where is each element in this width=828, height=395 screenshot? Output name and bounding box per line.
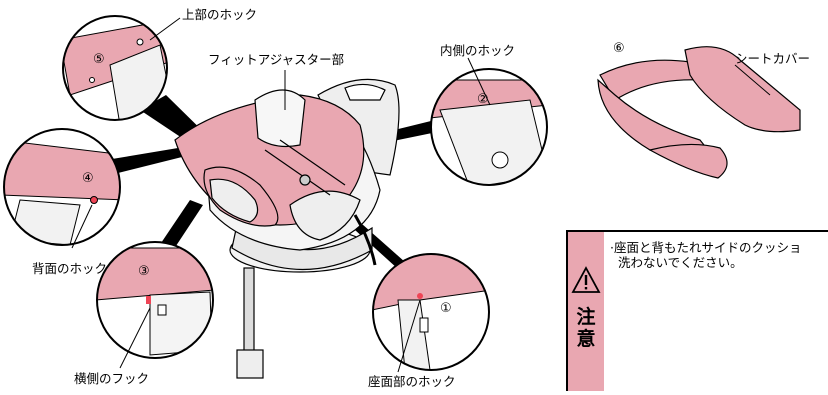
inner-hook-label: 内側のホック — [440, 43, 516, 58]
detail-circle-seat-hook — [372, 253, 490, 371]
detail-circle-top-hook — [62, 15, 168, 121]
label-leaders — [71, 17, 771, 373]
side-hook-label: 横側のフック — [74, 371, 150, 386]
number-4: ④ — [82, 171, 94, 186]
caution-title: 注意 — [576, 306, 596, 350]
detail-circle-back-hook — [3, 128, 121, 246]
caution-text: ·座面と背もたれサイドのクッショ 洗わないでください。 — [610, 240, 801, 270]
back-hook-label: 背面のホック — [32, 261, 108, 276]
caution-text-line2: 洗わないでください。 — [610, 255, 743, 270]
seat-cover-illustration — [597, 46, 801, 179]
caution-box: 注意 ·座面と背もたれサイドのクッショ 洗わないでください。 — [566, 230, 828, 391]
child-seat-illustration — [174, 78, 400, 379]
caution-text-line1: ·座面と背もたれサイドのクッショ — [610, 240, 802, 255]
detail-circle-inner-hook — [430, 68, 548, 186]
detail-circle-side-hook — [96, 241, 214, 359]
number-5: ⑤ — [93, 52, 105, 67]
seat-cover-label: シートカバー — [735, 51, 811, 66]
number-1: ① — [440, 301, 452, 316]
seat-hook-label: 座面部のホック — [368, 374, 456, 389]
number-3: ③ — [138, 264, 150, 279]
number-6: ⑥ — [613, 41, 625, 56]
number-2: ② — [477, 92, 489, 107]
top-hook-label: 上部のホック — [182, 7, 258, 22]
fit-adjuster-label: フィットアジャスター部 — [208, 52, 345, 67]
warning-icon — [571, 266, 601, 293]
caution-tab: 注意 — [568, 232, 604, 391]
